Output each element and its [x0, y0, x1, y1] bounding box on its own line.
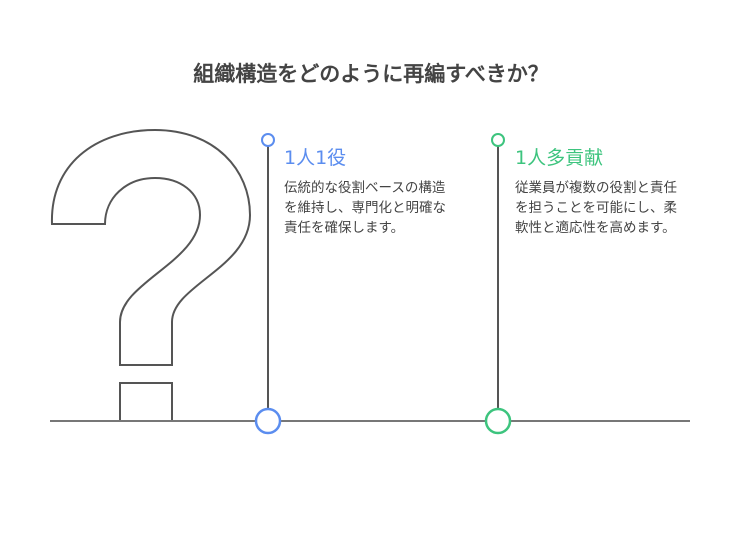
option-1-base-marker — [254, 407, 282, 435]
option-1-top-marker — [261, 133, 275, 147]
option-2-heading: 1人多貢献 — [515, 147, 604, 169]
option-1-heading: 1人1役 — [284, 147, 347, 169]
diagram-title: 組織構造をどのように再編すべきか？ — [193, 62, 549, 86]
option-2-description: 従業員が複数の役割と責任を担うことを可能にし、柔軟性と適応性を高めます。 — [515, 180, 677, 236]
option-1-description: 伝統的な役割ベースの構造を維持し、専門化と明確な責任を確保します。 — [284, 180, 446, 236]
question-mark-icon — [50, 128, 252, 366]
option-2-base-marker — [484, 407, 512, 435]
option-2-top-marker — [491, 133, 505, 147]
question-mark-dot — [119, 382, 173, 421]
